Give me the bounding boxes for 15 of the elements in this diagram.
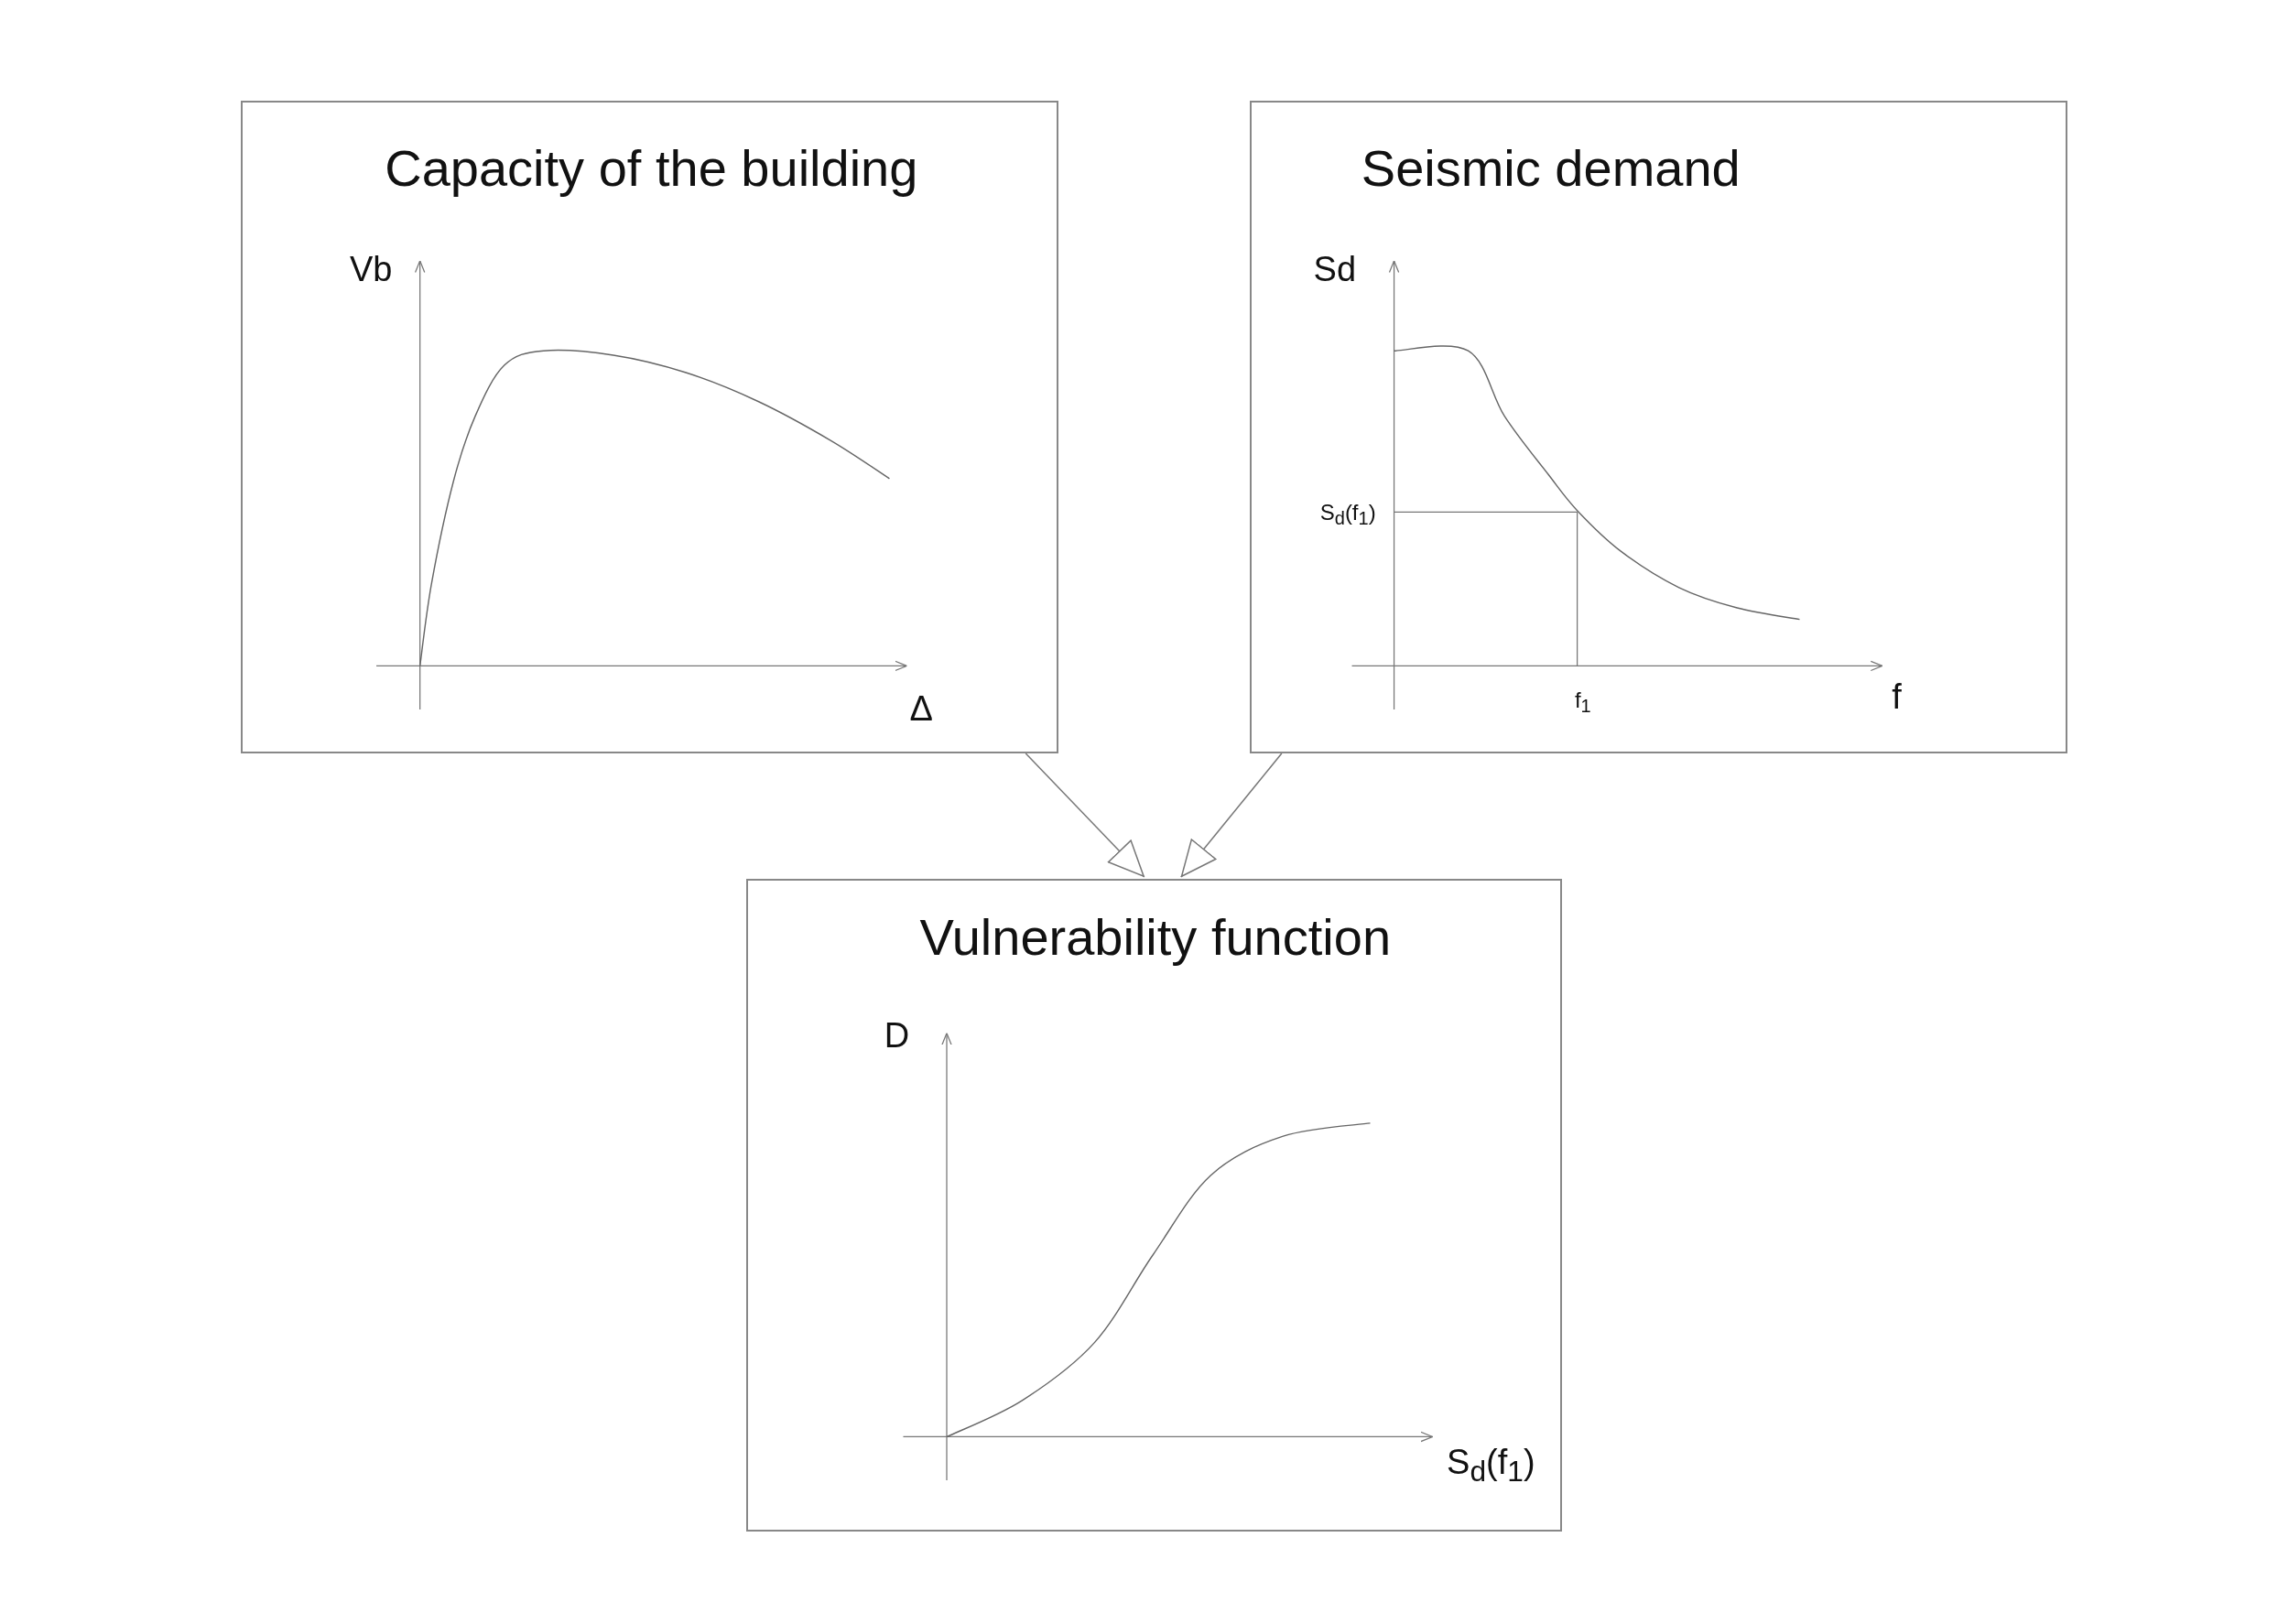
chart-panel [1250, 101, 2067, 753]
panel-title: Vulnerability function [919, 912, 1392, 964]
arrow [1180, 752, 1283, 878]
axis-label: S$_{d}$(f$_{1}$) [1319, 501, 1376, 527]
axis-label: f$_{1}$ [1574, 688, 1591, 716]
panel-title: Seismic demand [1361, 142, 1741, 194]
axis-label: D [884, 1017, 910, 1053]
axis-label: f [1892, 678, 1902, 714]
chart-panel [746, 879, 1562, 1532]
axis-label: S$_{d}$(f$_{1}$) [1447, 1445, 1535, 1488]
axis-label: Sd [1313, 251, 1357, 287]
axis-label: Vb [350, 251, 393, 287]
chart-panel [241, 101, 1058, 753]
axis-label: Δ [909, 690, 933, 726]
arrow [1025, 752, 1145, 878]
